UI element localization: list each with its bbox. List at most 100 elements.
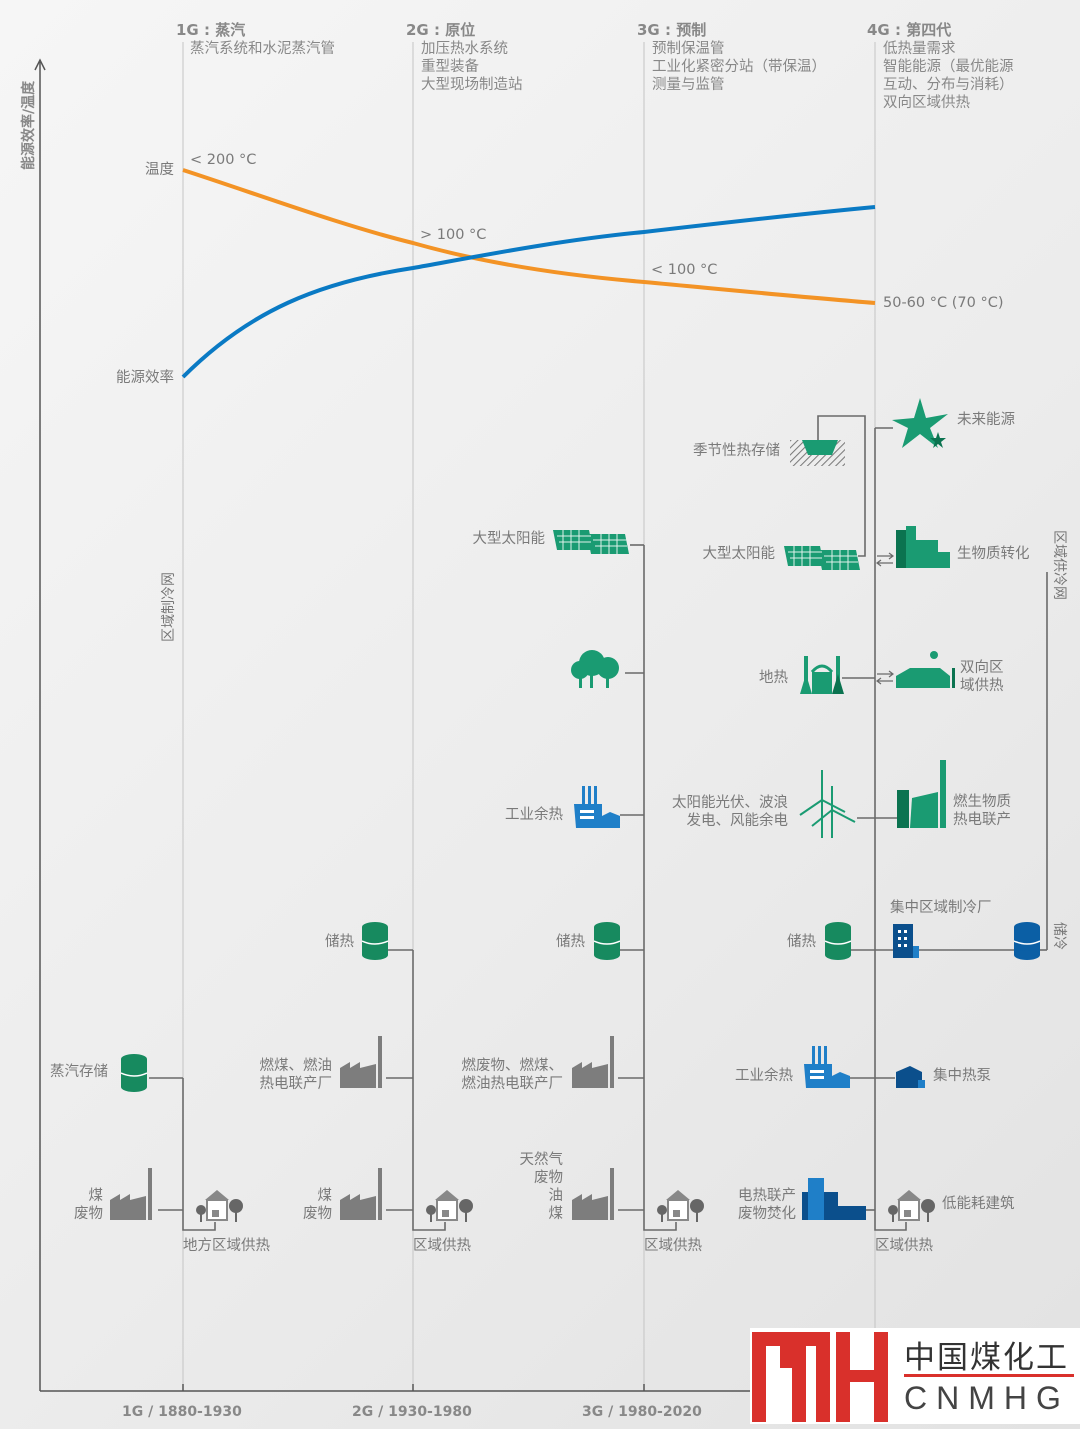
local-district-heating-label: 地方区域供热 [183,1238,270,1254]
gen3-desc: 预制保温管 [652,41,725,57]
cooling-network-1g-label: 区域制冷网 [161,572,177,642]
chp-label: 燃煤、燃油 [259,1058,333,1074]
seasonal-storage-label: 季节性热存储 [693,443,780,459]
cooling-plant-label: 集中区域制冷厂 [890,900,992,916]
gen2-title: 2G : 原位 [406,21,476,39]
efficiency-curve [181,205,876,379]
temp-value-3g: < 100 °C [651,262,718,278]
fuel-label: 废物 [303,1206,332,1222]
biomass-conversion-label: 生物质转化 [957,546,1030,562]
steam-storage-label: 蒸汽存储 [50,1064,108,1080]
house-icon [195,1189,244,1223]
gen4-desc: 低热量需求 [883,41,956,57]
renewable-surplus-label: 太阳能光伏、波浪 [672,795,788,811]
industrial-heat-label: 工业余热 [505,807,563,823]
chp-label: 燃油热电联产厂 [461,1076,564,1092]
gen4-title: 4G : 第四代 [867,21,952,39]
steam-storage-icon [121,1054,147,1092]
chp-plant-icon [572,1036,614,1088]
x-axis-label-1g: 1G / 1880-1930 [122,1404,242,1420]
gen1-desc: 蒸汽系统和水泥蒸汽管 [190,41,335,57]
biomass-conversion-icon [896,526,950,568]
heat-pump-icon [896,1066,925,1088]
heat-storage-label: 储热 [787,934,816,950]
gen3-title: 3G : 预制 [637,21,707,39]
y-axis-label: 能源效率/温度 [21,80,37,170]
large-solar-label: 大型太阳能 [702,546,776,562]
mh-logo-mark [752,1332,888,1422]
temperature-label: 温度 [145,162,174,178]
logo-divider [904,1374,1074,1377]
x-axis-label-3g: 3G / 1980-2020 [582,1404,702,1420]
cold-storage-label: 储冷 [1051,922,1067,950]
district-heating-label: 区域供热 [413,1238,471,1254]
industrial-heat-icon [804,1046,850,1088]
district-heating-label: 区域供热 [875,1238,933,1254]
heat-storage-icon [594,922,620,960]
fuel-label: 煤 [88,1188,104,1204]
logo-english-text: CNMHG [904,1380,1070,1416]
cooling-network-4g-label: 区域供冷网 [1051,530,1067,600]
coal-plant-icon [110,1168,152,1220]
temp-value-2g: > 100 °C [420,227,487,243]
renewable-surplus-label: 发电、风能余电 [686,813,789,829]
waste-chp-label: 电热联产 [738,1188,796,1204]
solar-panel-icon [784,545,861,571]
gen1-title: 1G : 蒸汽 [176,21,246,39]
solar-panel-icon [553,529,630,555]
heat-storage-icon [362,922,388,960]
biomass-chp-icon [897,760,946,828]
district-heating-label: 区域供热 [644,1238,702,1254]
gen2-desc: 大型现场制造站 [421,77,523,93]
logo-chinese-text: 中国煤化工 [904,1340,1069,1376]
chp-label: 燃废物、燃煤、 [461,1058,564,1074]
gen2-desc: 加压热水系统 [421,41,508,57]
waste-chp-label: 废物焚化 [738,1206,796,1222]
coal-plant-icon [340,1168,382,1220]
fuel-label: 废物 [534,1170,563,1186]
gen4-desc: 互动、分布与消耗） [883,77,1014,93]
seasonal-storage-icon [790,440,845,466]
gen3-desc: 工业化紧密分站（带保温） [652,59,826,75]
gen4-desc: 智能能源（最优能源 [883,59,1014,75]
biomass-chp-label: 热电联产 [953,812,1011,828]
efficiency-label: 能源效率 [116,370,174,386]
cold-storage-icon [1014,922,1040,960]
gas-plant-icon [572,1168,614,1220]
future-energy-label: 未来能源 [957,412,1015,428]
bidirectional-label: 双向区 [960,660,1004,676]
gen2-desc: 重型装备 [421,59,479,75]
fuel-label: 废物 [74,1206,103,1222]
geothermal-label: 地热 [759,670,788,686]
temp-value-4g: 50-60 °C (70 °C) [883,295,1004,311]
biomass-trees-icon [571,650,619,688]
cnmhg-logo: 中国煤化工 CNMHG [750,1328,1080,1424]
house-icon [887,1189,936,1223]
temp-value-1g: < 200 °C [190,152,257,168]
gen4-desc: 双向区域供热 [883,95,970,111]
house-icon [425,1189,474,1223]
fuel-label: 天然气 [519,1152,564,1168]
biomass-chp-label: 燃生物质 [953,794,1011,810]
geothermal-icon [800,656,844,694]
chp-plant-icon [340,1036,382,1088]
heat-storage-label: 储热 [325,934,354,950]
heat-storage-label: 储热 [556,934,585,950]
fuel-label: 油 [548,1188,564,1204]
fuel-label: 煤 [317,1188,333,1204]
future-energy-star-icon [892,398,948,448]
heat-storage-icon [825,922,851,960]
large-solar-label: 大型太阳能 [472,531,546,547]
wind-turbine-icon [799,770,856,838]
bidirectional-label: 域供热 [960,678,1004,694]
bidirectional-greenhouse-icon [896,651,955,688]
cooling-plant-icon [893,924,919,958]
industrial-heat-icon [574,786,620,828]
low-energy-building-label: 低能耗建筑 [942,1196,1015,1212]
temperature-curve [182,168,876,305]
industrial-heat-label: 工业余热 [735,1068,793,1084]
gen3-desc: 测量与监管 [652,77,725,93]
x-axis-label-2g: 2G / 1930-1980 [352,1404,472,1420]
